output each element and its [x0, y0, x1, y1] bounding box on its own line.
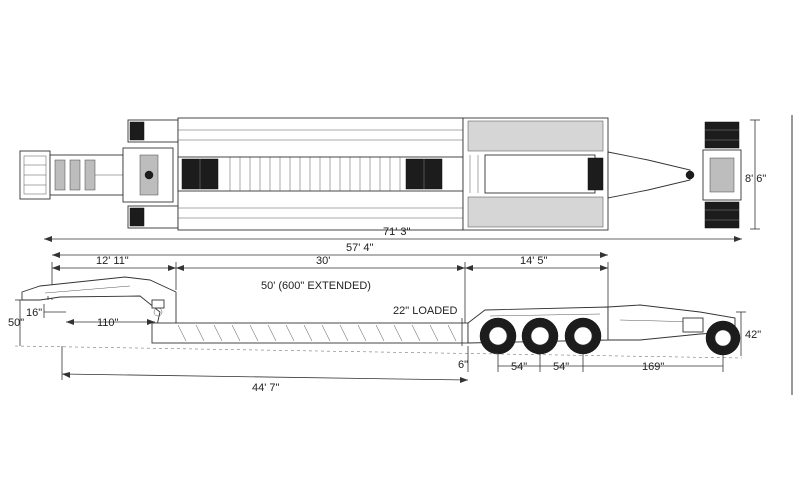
axle-spacing-1-label: 54" [511, 361, 527, 373]
overall-width-label: 8' 6" [745, 173, 766, 185]
overall-length-dimension: 71' 3" [44, 226, 742, 242]
dolly-tires-top [704, 121, 740, 149]
rear-axle-tires [479, 317, 602, 355]
trailer-length-label: 57' 4" [346, 242, 374, 254]
ground-line [14, 345, 743, 359]
deck-length-label: 30' [316, 255, 330, 267]
well-length-dimension: 44' 7" [61, 346, 469, 394]
loaded-height-label: 22" LOADED [393, 305, 457, 317]
axle-offset-label: 6" [458, 359, 468, 371]
dolly-tongue-plan [607, 151, 691, 199]
section-dimensions: 12' 11" 30' 14' 5" 50' (600" EXTENDED) [51, 255, 609, 330]
gooseneck-length-label: 12' 11" [96, 255, 129, 267]
plan-view [19, 117, 742, 231]
overall-length-label: 71' 3" [383, 226, 411, 238]
well-deck-side [151, 322, 469, 344]
neck-height-label: 50" [8, 317, 24, 329]
dolly-height-label: 42" [745, 329, 761, 341]
dolly-tires-bottom [704, 201, 740, 229]
dolly-height-dimension: 42" [736, 311, 761, 356]
kingpin-to-deck-label: 110" [97, 317, 119, 329]
well-length-label: 44' 7" [252, 382, 280, 394]
deck-extended-label: 50' (600" EXTENDED) [261, 280, 371, 292]
dolly-spacing-label: 169" [642, 361, 664, 373]
neck-offset-label: 16" [26, 307, 42, 319]
gooseneck-dimensions: 50" 16" 110" [8, 299, 155, 346]
axle-dimensions: 6" 54" 54" 169" [458, 346, 724, 373]
width-dimension: 8' 6" [745, 119, 766, 230]
axle-spacing-2-label: 54" [553, 361, 569, 373]
trailer-length-dimension: 57' 4" [52, 242, 608, 258]
deck-gussets [177, 324, 457, 342]
deck-crossmembers [229, 157, 401, 191]
rear-section-label: 14' 5" [520, 255, 548, 267]
side-view [14, 276, 743, 359]
loaded-height-dimension: 22" LOADED [393, 305, 463, 346]
